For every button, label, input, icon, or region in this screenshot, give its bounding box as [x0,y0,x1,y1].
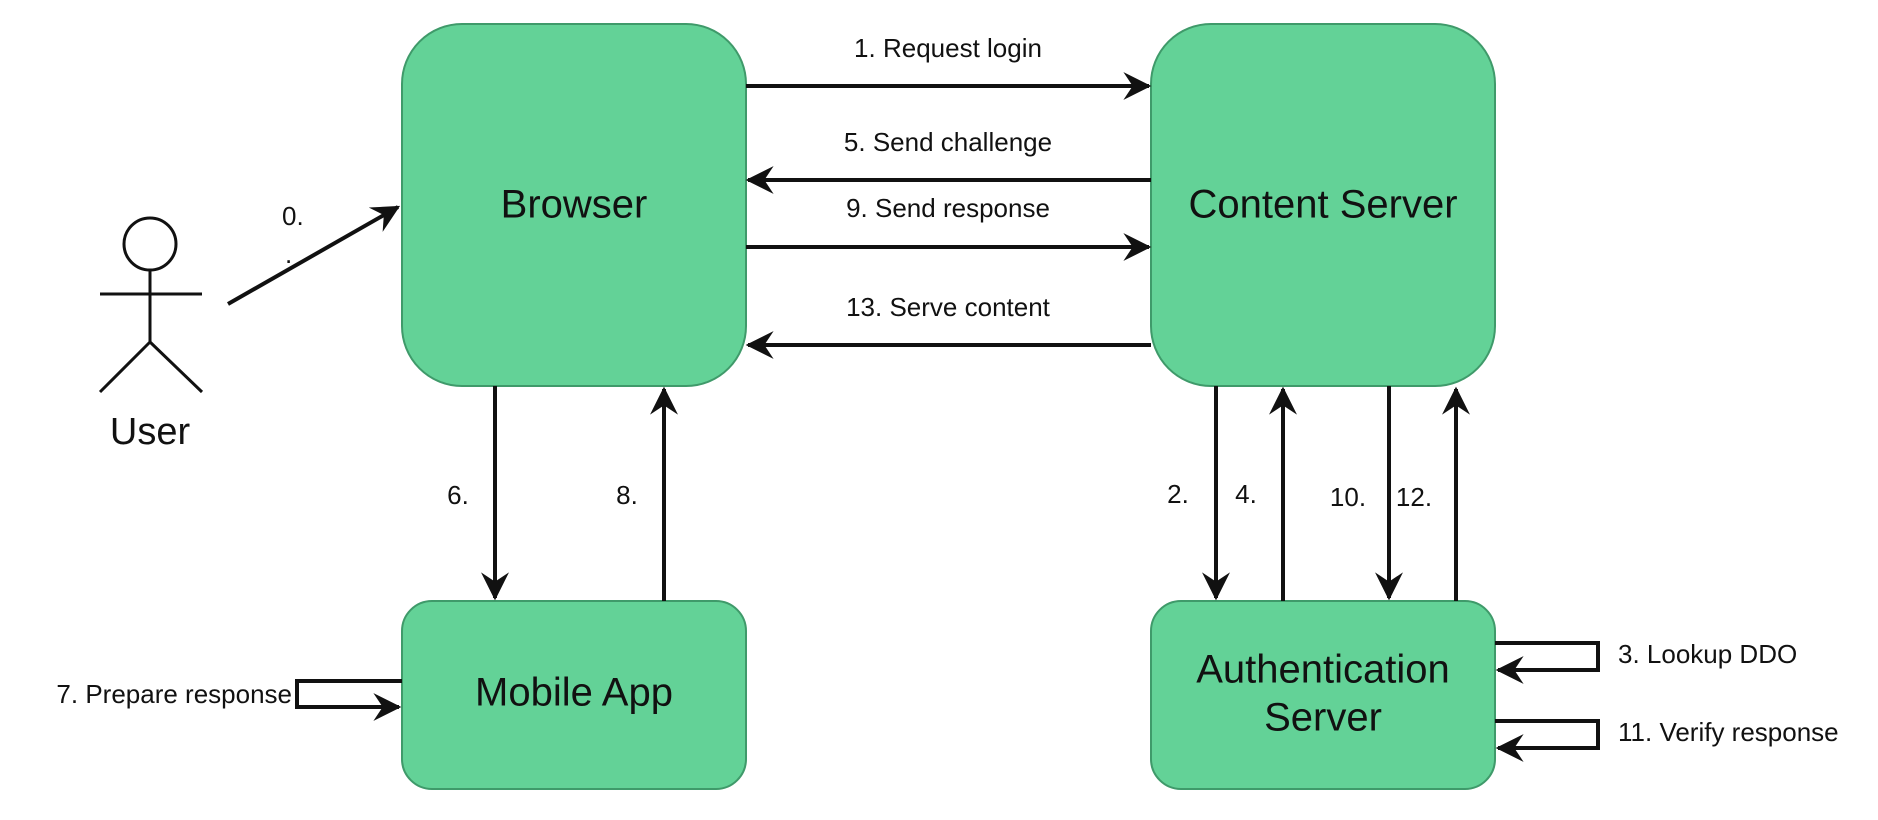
edge-1-label: 1. Request login [854,33,1042,63]
user-label: User [110,411,191,453]
edge-3-loop-arrow [1495,641,1600,684]
edge-0-label-extra: . [285,239,292,269]
edge-8-label: 8. [616,480,638,510]
edge-5-label: 5. Send challenge [844,127,1052,157]
edge-11-label: 11. Verify response [1618,717,1839,747]
edge-6-label: 6. [447,480,469,510]
authentication-server-node: Authentication Server [1150,600,1496,790]
browser-node: Browser [401,23,747,387]
edge-10-label: 10. [1330,482,1366,512]
edge-0-arrow [227,205,401,306]
content-server-label: Content Server [1188,183,1457,227]
edge-0-label: 0. [282,201,304,231]
mobile-app-node: Mobile App [401,600,747,790]
edge-2-label: 2. [1167,479,1189,509]
edge-7-loop-arrow [295,679,402,721]
mobile-app-label: Mobile App [475,671,673,715]
user-actor-icon [98,216,204,394]
content-server-node: Content Server [1150,23,1496,387]
edge-3-label: 3. Lookup DDO [1618,639,1797,669]
edge-12-label: 12. [1396,482,1432,512]
authentication-server-label-line1: Authentication [1196,648,1450,692]
edge-11-loop-arrow [1495,719,1600,762]
authentication-server-label-line2: Server [1264,696,1382,740]
edge-13-label: 13. Serve content [846,292,1051,322]
edge-7-label: 7. Prepare response [56,679,292,709]
edge-9-label: 9. Send response [846,193,1050,223]
edge-4-label: 4. [1235,479,1257,509]
browser-label: Browser [501,183,648,227]
